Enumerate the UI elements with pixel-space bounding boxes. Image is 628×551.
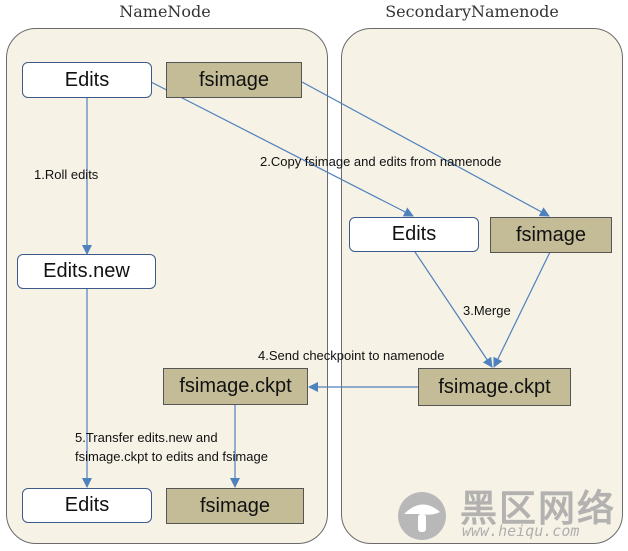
namenode-edits-bottom-label: Edits bbox=[64, 494, 110, 516]
secondary-edits-box: Edits bbox=[349, 217, 479, 252]
namenode-edits-bottom-box: Edits bbox=[22, 488, 152, 523]
step-5-label-line1: 5.Transfer edits.new and bbox=[75, 430, 218, 445]
edits-new-box: Edits.new bbox=[17, 254, 156, 289]
secondary-namenode-panel bbox=[341, 28, 623, 544]
namenode-title: NameNode bbox=[119, 2, 211, 21]
arrow-copy-fsimage bbox=[301, 81, 550, 217]
arrow-merge-fsimage bbox=[493, 251, 551, 368]
namenode-fsimage-ckpt-label: fsimage.ckpt bbox=[179, 375, 292, 397]
edits-new-label: Edits.new bbox=[43, 260, 130, 282]
step-2-label: 2.Copy fsimage and edits from namenode bbox=[260, 154, 502, 169]
secondary-fsimage-ckpt-box: fsimage.ckpt bbox=[418, 368, 571, 406]
namenode-fsimage-bottom-box: fsimage bbox=[166, 488, 304, 524]
watermark-url: www.heiqu.com bbox=[462, 522, 580, 540]
secondary-fsimage-label: fsimage bbox=[515, 223, 587, 246]
arrow-copy-edits bbox=[150, 81, 414, 217]
secondary-fsimage-box: fsimage bbox=[490, 217, 612, 253]
namenode-fsimage-box: fsimage bbox=[166, 62, 302, 98]
namenode-edits-label: Edits bbox=[64, 68, 110, 91]
namenode-fsimage-bottom-label: fsimage bbox=[199, 494, 271, 517]
step-4-label: 4.Send checkpoint to namenode bbox=[258, 348, 445, 363]
secondary-fsimage-ckpt-label: fsimage.ckpt bbox=[438, 375, 551, 398]
namenode-fsimage-ckpt-box: fsimage.ckpt bbox=[163, 368, 308, 405]
mushroom-logo-icon bbox=[398, 492, 446, 540]
namenode-fsimage-label: fsimage bbox=[198, 68, 270, 91]
step-3-label: 3.Merge bbox=[463, 303, 511, 318]
step-5-label-line2: fsimage.ckpt to edits and fsimage bbox=[75, 449, 268, 464]
namenode-edits-box: Edits bbox=[22, 62, 152, 98]
step-1-label: 1.Roll edits bbox=[34, 167, 99, 182]
secondary-edits-label: Edits bbox=[391, 223, 437, 245]
arrow-merge-edits bbox=[414, 251, 493, 368]
watermark-text: 黑区网络 bbox=[460, 487, 616, 530]
secondary-namenode-title: SecondaryNamenode bbox=[385, 2, 559, 21]
